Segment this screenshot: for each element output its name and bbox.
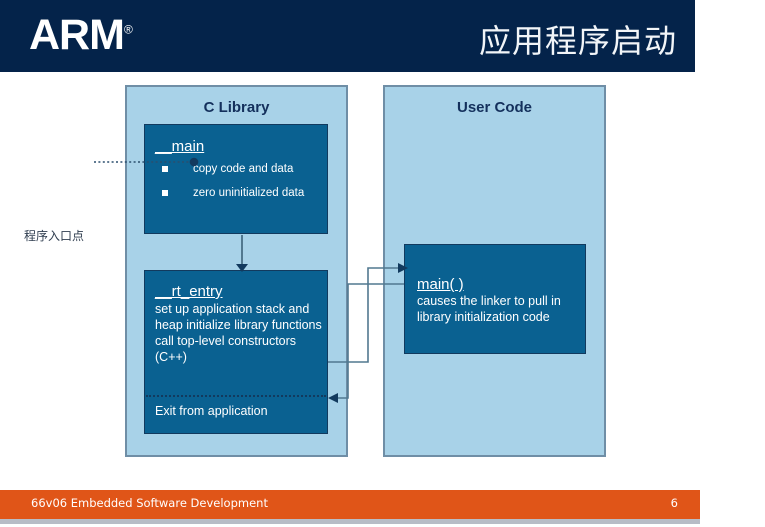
slide-header-bar: ARM® 应用程序启动 — [0, 0, 695, 72]
block-main: __main copy code and data zero uninitial… — [144, 124, 328, 234]
bullet-text: zero uninitialized data — [193, 186, 305, 199]
block-user-main-body: causes the linker to pull in library ini… — [417, 294, 561, 325]
block-rt-entry-heading: __rt_entry — [155, 283, 223, 300]
list-item: copy code and data — [162, 163, 327, 176]
panel-c-library-title: C Library — [203, 99, 270, 116]
list-item: zero uninitialized data — [162, 187, 327, 200]
entry-point-dot — [189, 157, 199, 167]
arrow-rtentry-to-usermain-head — [398, 263, 408, 273]
arrow-usermain-to-rtentry-head — [328, 393, 338, 403]
block-user-main-heading: main( ) — [417, 276, 464, 293]
connector-layer — [0, 72, 765, 480]
block-rt-entry-exit-text: Exit from application — [155, 404, 268, 418]
entry-point-annotation-label: 程序入口点 — [24, 229, 85, 243]
arrow-usermain-to-rtentry-shaft — [338, 283, 404, 399]
bullet-text: copy code and data — [193, 163, 294, 175]
arm-logo: ARM® — [29, 14, 133, 57]
square-bullet-icon — [162, 166, 168, 172]
block-rt-entry: __rt_entry set up application stack and … — [144, 270, 328, 434]
arrow-main-to-rtentry-head — [236, 264, 248, 272]
footer-course-title: 66v06 Embedded Software Development — [31, 496, 268, 510]
block-rt-entry-body: set up application stack and heap initia… — [155, 302, 322, 364]
block-main-heading: __main — [155, 138, 205, 155]
square-bullet-icon — [162, 189, 168, 196]
block-user-main: main( ) causes the linker to pull in lib… — [404, 244, 586, 354]
page-title: 应用程序启动 — [478, 22, 677, 60]
panel-user-code-title: User Code — [456, 99, 533, 116]
rt-entry-divider — [146, 395, 326, 397]
arm-logo-text: ARM — [29, 11, 125, 59]
arrow-rtentry-to-usermain-shaft — [328, 267, 398, 363]
footer-shadow — [0, 519, 700, 524]
slide-footer-bar: 66v06 Embedded Software Development 6 — [0, 490, 700, 519]
registered-trademark-icon: ® — [123, 22, 133, 37]
footer-page-number: 6 — [670, 496, 678, 510]
block-main-bullet-list: copy code and data zero uninitialized da… — [145, 163, 327, 199]
diagram-stage: 程序入口点 C Library User Code __main copy co… — [0, 72, 765, 480]
